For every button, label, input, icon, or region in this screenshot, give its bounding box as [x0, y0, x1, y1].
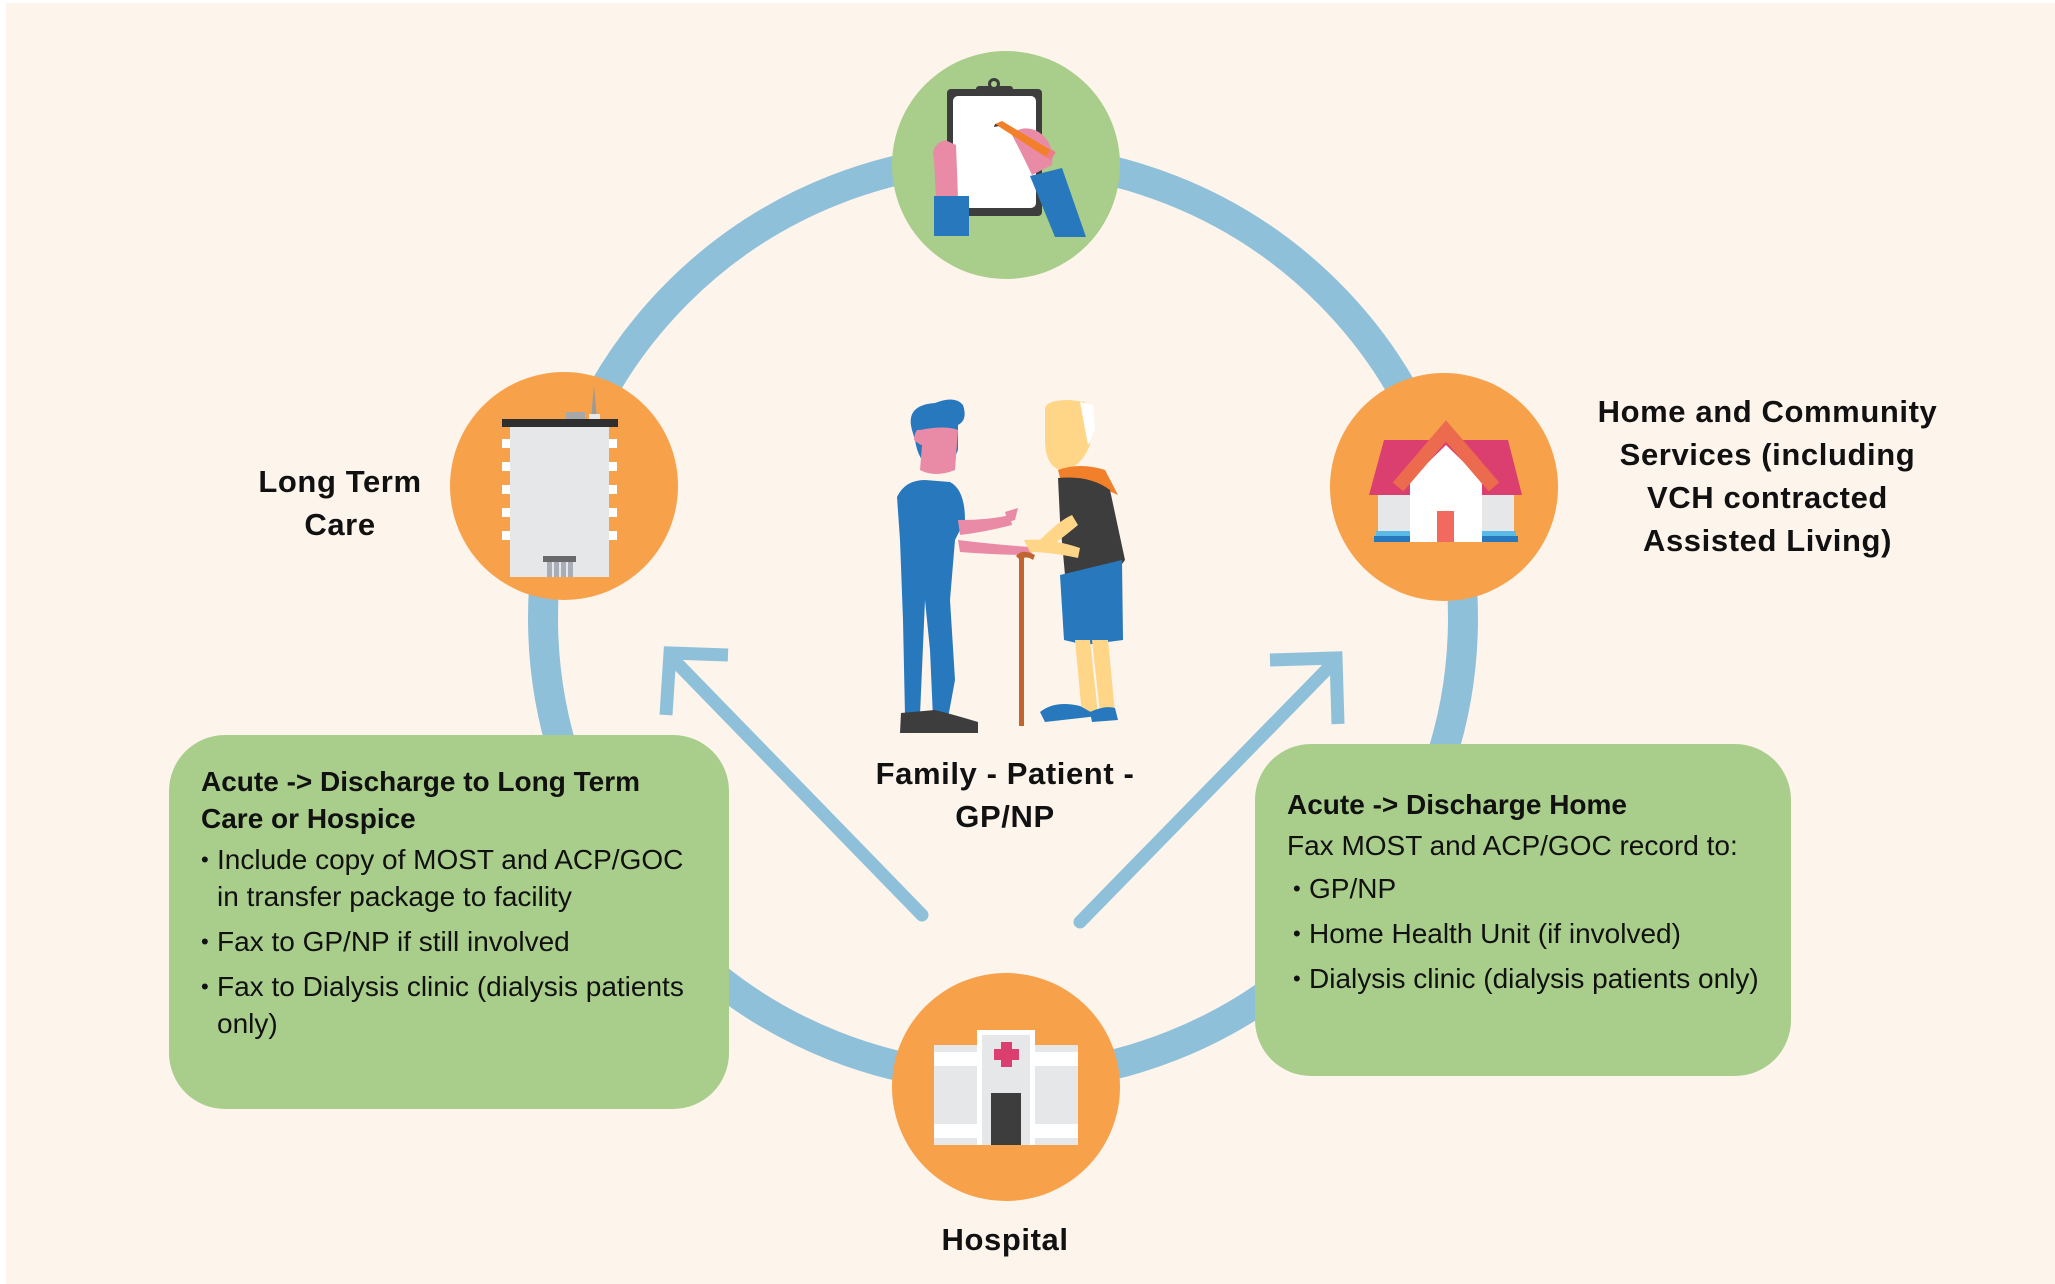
list-item: Fax to Dialysis clinic (dialysis patient…: [201, 968, 689, 1042]
family-patient-figures-icon: [897, 399, 1125, 733]
ltc-discharge-title: Acute -> Discharge to Long Term Care or …: [201, 766, 640, 834]
apartment-building-icon: [502, 385, 618, 577]
node-long-term-care: [450, 372, 678, 600]
arrow-to-long-term-care: [659, 646, 929, 922]
node-home: [1330, 373, 1558, 601]
node-assessment: [892, 51, 1120, 279]
hospital-label: Hospital: [941, 1222, 1069, 1257]
clipboard-writing-icon: [933, 78, 1086, 237]
home-discharge-intro: Fax MOST and ACP/GOC record to:: [1287, 830, 1738, 861]
list-item: Include copy of MOST and ACP/GOC in tran…: [201, 841, 689, 915]
node-hospital: [892, 973, 1120, 1201]
home-discharge-box: Acute -> Discharge Home Fax MOST and ACP…: [1255, 744, 1791, 1076]
home-discharge-list: GP/NP Home Health Unit (if involved) Dia…: [1287, 870, 1767, 997]
center-label: Family - Patient - GP/NP: [875, 756, 1135, 834]
list-item: Home Health Unit (if involved): [1293, 915, 1767, 952]
ltc-discharge-box: Acute -> Discharge to Long Term Care or …: [169, 735, 729, 1109]
house-icon: [1369, 420, 1522, 542]
long-term-care-label: Long Term Care: [258, 464, 422, 542]
home-community-label: Home and Community Services (including V…: [1597, 394, 1938, 558]
list-item: Dialysis clinic (dialysis patients only): [1293, 960, 1767, 997]
list-item: GP/NP: [1293, 870, 1767, 907]
list-item: Fax to GP/NP if still involved: [201, 923, 689, 960]
hospital-icon: [934, 1030, 1078, 1145]
arrow-to-home: [1073, 651, 1345, 929]
home-discharge-title: Acute -> Discharge Home: [1287, 789, 1627, 820]
ltc-discharge-list: Include copy of MOST and ACP/GOC in tran…: [201, 841, 689, 1042]
